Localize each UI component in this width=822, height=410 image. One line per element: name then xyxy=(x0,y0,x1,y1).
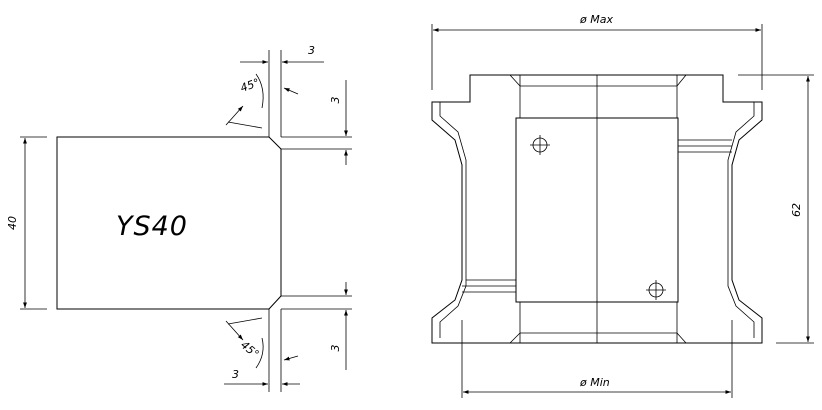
top-chamfer-width-label: 3 xyxy=(308,44,315,57)
bottom-chamfer-width-label: 3 xyxy=(232,368,239,381)
part-label: YS40 xyxy=(116,211,188,242)
screw-hole-bottom xyxy=(646,280,666,300)
left-view: 40 YS40 3 3 45° 45° 3 3 xyxy=(6,44,352,392)
bottom-chamfer-angle-label: 45° xyxy=(238,338,261,360)
height-dimension-label: 40 xyxy=(6,216,19,230)
top-chamfer-angle-label: 45° xyxy=(239,76,262,95)
right-height-label: 62 xyxy=(790,203,803,217)
bottom-chamfer-depth-label: 3 xyxy=(329,345,342,352)
right-view: ø Max ø Min 62 xyxy=(431,13,814,398)
top-chamfer-depth-label: 3 xyxy=(329,97,342,104)
right-body-outline xyxy=(431,74,763,344)
diameter-min-label: ø Min xyxy=(579,376,610,389)
screw-hole-top xyxy=(530,135,550,155)
diameter-max-label: ø Max xyxy=(579,13,613,26)
